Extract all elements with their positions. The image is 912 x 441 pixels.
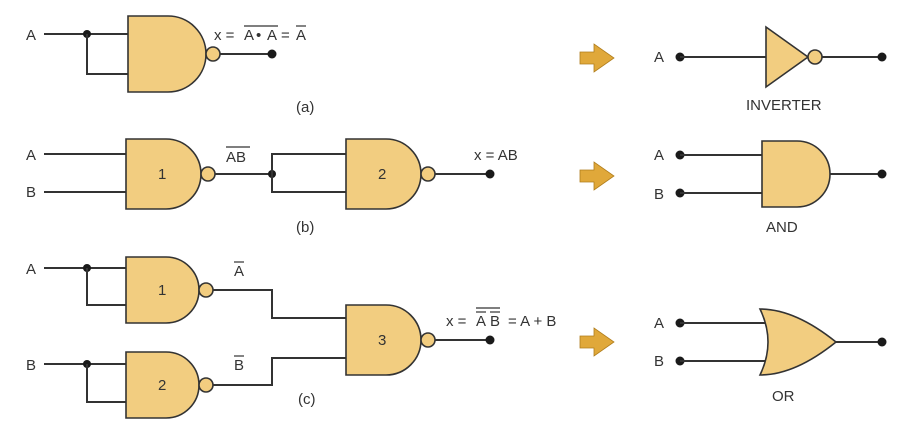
row-b-eq-input-b-label: B <box>654 186 664 203</box>
inverter-label: INVERTER <box>746 97 822 114</box>
row-c-mid-wire-a <box>213 289 346 319</box>
row-c-mid-wire-b <box>213 357 346 386</box>
row-c-output-terminal <box>485 335 495 345</box>
row-c-mid-label-a: A <box>234 263 244 280</box>
row-c-eq-input-a-label: A <box>654 315 664 332</box>
row-b-output-terminal <box>485 169 495 179</box>
row-b-gate-1-number: 1 <box>158 166 166 183</box>
row-b-tied-wire-top <box>271 153 346 174</box>
row-a-tied-wire <box>86 34 128 75</box>
row-a-expr-a1: A <box>244 27 254 44</box>
row-c-output-expression: x = A B = A + B <box>446 307 556 330</box>
row-c-caption: (c) <box>298 391 316 408</box>
row-a-nand-gate <box>127 15 207 93</box>
row-c-mid-label-b: B <box>234 357 244 374</box>
row-b-gate-2-bubble <box>420 166 436 182</box>
row-a-expr-dot: • <box>256 27 261 44</box>
row-c-expr-rest: = A + B <box>508 313 556 330</box>
row-c-arrow-icon <box>579 327 615 357</box>
row-c-input-b-label: B <box>26 357 36 374</box>
row-a-expr-a3: A <box>296 27 306 44</box>
row-a-eq-input-a-label: A <box>654 49 664 66</box>
row-b-mid-label: AB <box>226 149 246 166</box>
row-c-gate-3-number: 3 <box>378 332 386 349</box>
row-c-tied-wire-a <box>86 268 126 306</box>
inverter-gate <box>765 25 810 89</box>
row-a-arrow-icon <box>579 43 615 73</box>
row-c-input-a-label: A <box>26 261 36 278</box>
row-c-tied-wire-b <box>86 364 126 403</box>
row-b-eq-output-terminal <box>877 169 887 179</box>
row-a-expr-x: x = <box>214 27 235 44</box>
row-b-equivalent: A B AND <box>654 140 887 236</box>
and-label: AND <box>766 219 798 236</box>
row-c-expr-term-b: B <box>490 313 500 330</box>
row-c-eq-output-terminal <box>877 337 887 347</box>
row-b-caption: (b) <box>296 219 314 236</box>
or-gate <box>758 308 838 376</box>
row-b-gate-2-number: 2 <box>378 166 386 183</box>
row-c-gate-3-bubble <box>420 332 436 348</box>
row-c: A 1 A B 2 B 3 x = A B = A + B <box>26 256 887 419</box>
row-b-input-a-label: A <box>26 147 36 164</box>
row-a-output-terminal <box>267 49 277 59</box>
row-a-equivalent: A INVERTER <box>654 25 887 114</box>
row-a-expr-a2: A <box>267 27 277 44</box>
row-a-caption: (a) <box>296 99 314 116</box>
or-label: OR <box>772 388 795 405</box>
row-b: A B 1 AB 2 x = AB (b) A B AND <box>26 138 887 236</box>
row-c-equivalent: A B OR <box>654 308 887 405</box>
row-a-expr-eq: = <box>281 27 290 44</box>
row-a-output-expression: x = A • A = A <box>214 25 306 44</box>
row-b-eq-input-a-label: A <box>654 147 664 164</box>
row-c-gate-2-bubble <box>198 377 214 393</box>
row-a-nand-bubble <box>205 46 221 62</box>
row-c-expr-term-a: A <box>476 313 486 330</box>
row-a: A x = A • A = A (a) A INVERTER <box>26 15 887 116</box>
row-c-eq-input-b-label: B <box>654 353 664 370</box>
row-c-gate-2-number: 2 <box>158 377 166 394</box>
row-b-gate-1-bubble <box>200 166 216 182</box>
row-b-arrow-icon <box>579 161 615 191</box>
row-b-input-b-label: B <box>26 184 36 201</box>
inverter-bubble <box>807 49 823 65</box>
row-b-tied-wire-bottom <box>271 174 346 193</box>
and-gate <box>761 140 831 208</box>
row-a-input-a-label: A <box>26 27 36 44</box>
row-c-expr-x: x = <box>446 313 467 330</box>
row-b-output-expression: x = AB <box>474 147 518 164</box>
row-a-eq-output-terminal <box>877 52 887 62</box>
row-c-gate-1-number: 1 <box>158 282 166 299</box>
row-c-gate-1-bubble <box>198 282 214 298</box>
